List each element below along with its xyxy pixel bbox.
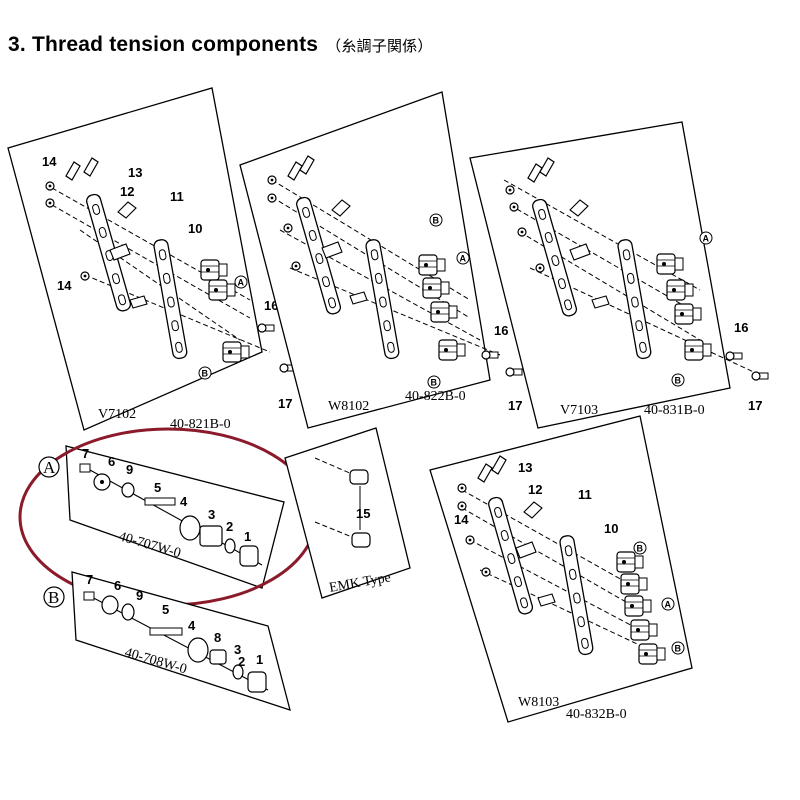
circle-b-marker: B — [671, 373, 685, 387]
svg-text:A: A — [238, 278, 245, 288]
part-3: 3 — [208, 507, 215, 522]
callout-17: 17 — [748, 398, 762, 413]
panel-code: 40-831B-0 — [644, 403, 705, 418]
callout-11: 11 — [578, 487, 592, 502]
part-1: 1 — [256, 652, 263, 667]
circle-b-marker: B — [633, 541, 647, 555]
circle-b-marker: B — [198, 366, 212, 380]
callout-14: 14 — [42, 154, 57, 169]
page-title: 3. Thread tension components （糸調子関係） — [8, 33, 433, 57]
callout-10: 10 — [604, 521, 618, 536]
part-2: 2 — [226, 519, 233, 534]
part-8: 8 — [214, 630, 221, 645]
panel-w8103: B A B 13 12 11 10 14 W8103 40-832B-0 — [429, 415, 693, 723]
svg-text:B: B — [202, 369, 209, 379]
part-5: 5 — [154, 480, 161, 495]
part-4: 4 — [188, 618, 196, 633]
svg-text:B: B — [675, 644, 682, 654]
title-text: 3. Thread tension components — [8, 33, 319, 56]
svg-text:A: A — [703, 234, 710, 244]
part-5: 5 — [162, 602, 169, 617]
part-9: 9 — [126, 462, 133, 477]
part-1: 1 — [244, 529, 251, 544]
panel-frame — [7, 87, 263, 431]
title-japanese: （糸調子関係） — [326, 38, 433, 55]
svg-text:B: B — [431, 378, 438, 388]
part-7: 7 — [86, 572, 93, 587]
panel-model: V7102 — [98, 407, 136, 422]
panel-frame — [429, 415, 693, 723]
panel-model: W8103 — [518, 695, 559, 710]
part-6: 6 — [108, 454, 115, 469]
panel-code: 40-832B-0 — [566, 707, 627, 722]
assembly-b: B 7 6 9 5 4 8 3 2 1 40-708W-0 — [43, 571, 291, 711]
panel-model: V7103 — [560, 403, 598, 418]
callout-11: 11 — [170, 189, 184, 204]
callout-13: 13 — [128, 165, 142, 180]
emk-frame — [284, 427, 411, 599]
svg-text:B: B — [675, 376, 682, 386]
part-4: 4 — [180, 494, 188, 509]
callout-14b: 14 — [57, 278, 72, 293]
circle-a-marker: A — [699, 231, 713, 245]
callout-17: 17 — [508, 398, 522, 413]
svg-text:B: B — [48, 588, 59, 607]
panel-code: 40-822B-0 — [405, 389, 466, 404]
svg-text:A: A — [665, 600, 672, 610]
circle-a-marker: A — [456, 251, 470, 265]
callout-12: 12 — [528, 482, 542, 497]
circle-b-marker: B — [427, 375, 441, 389]
callout-10: 10 — [188, 221, 202, 236]
emk-type: 15 EMK Type — [284, 427, 411, 599]
circle-b-label: B — [43, 586, 65, 608]
panel-v7103: A B 16 17 V7103 40-831B-0 — [469, 121, 769, 429]
panel-model: W8102 — [328, 399, 369, 414]
circle-a-marker: A — [234, 275, 248, 289]
callout-13: 13 — [518, 460, 532, 475]
panel-v7102: 14 13 12 11 10 14 16 17 A B V7102 40-821… — [7, 87, 297, 432]
circle-b-marker: B — [429, 213, 443, 227]
svg-text:A: A — [460, 254, 467, 264]
panel-w8102: B A B 16 17 W8102 40-822B-0 — [239, 91, 523, 429]
panel-frame — [239, 91, 491, 429]
circle-a-label: A — [38, 456, 60, 478]
svg-text:B: B — [637, 544, 644, 554]
callout-14: 14 — [454, 512, 469, 527]
svg-text:B: B — [433, 216, 440, 226]
panel-frame — [469, 121, 731, 429]
part-2: 2 — [238, 654, 245, 669]
part-15: 15 — [356, 506, 370, 521]
circle-b-marker: B — [671, 641, 685, 655]
circle-a-marker: A — [661, 597, 675, 611]
callout-16: 16 — [734, 320, 748, 335]
part-6: 6 — [114, 578, 121, 593]
part-3: 3 — [234, 642, 241, 657]
assembly-a: A 7 6 9 5 4 3 2 1 40-707W-0 — [18, 427, 318, 607]
callout-17: 17 — [278, 396, 292, 411]
callout-16: 16 — [494, 323, 508, 338]
part-7: 7 — [82, 446, 89, 461]
svg-text:A: A — [43, 458, 56, 477]
callout-12: 12 — [120, 184, 134, 199]
part-9: 9 — [136, 588, 143, 603]
